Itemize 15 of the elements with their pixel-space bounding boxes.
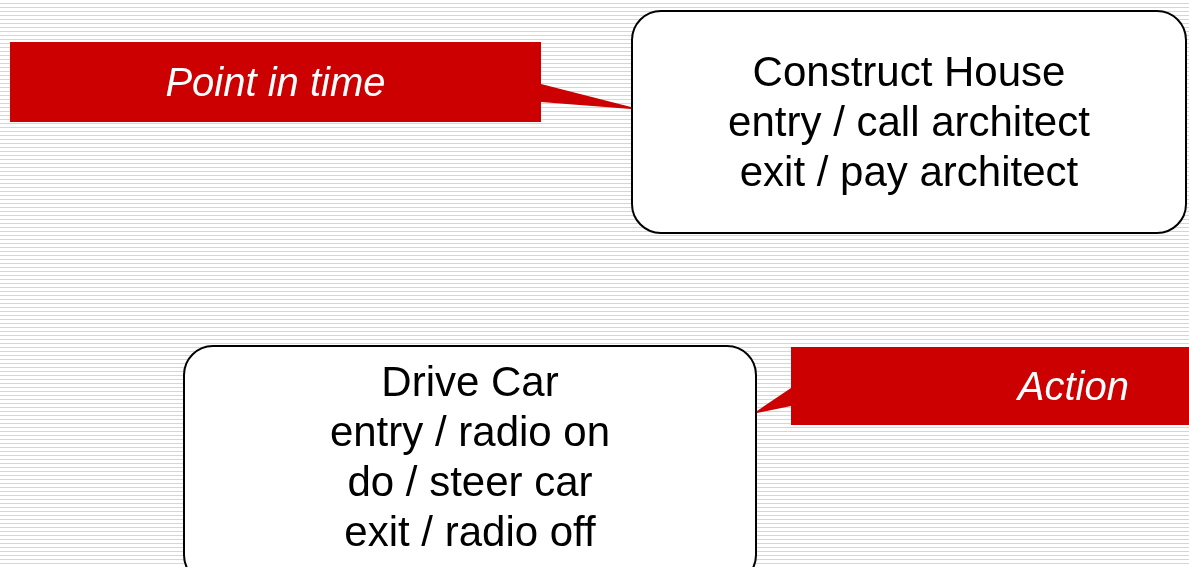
callout-box [10, 42, 541, 122]
callout-label: Point in time [165, 59, 386, 105]
leader-line [541, 84, 631, 109]
state-action: entry / call architect [728, 97, 1090, 147]
leader-line [757, 388, 791, 413]
callout-box [791, 347, 1189, 425]
state-action: exit / pay architect [739, 147, 1079, 197]
state-name: Drive Car [381, 357, 559, 407]
state-box [183, 345, 757, 567]
state-name: Construct House [752, 47, 1066, 97]
state-box [631, 10, 1187, 234]
state-action: do / steer car [347, 457, 593, 507]
state-action: entry / radio on [329, 407, 611, 457]
state-action: exit / radio off [344, 507, 596, 557]
callout-label: Action [1017, 363, 1129, 409]
